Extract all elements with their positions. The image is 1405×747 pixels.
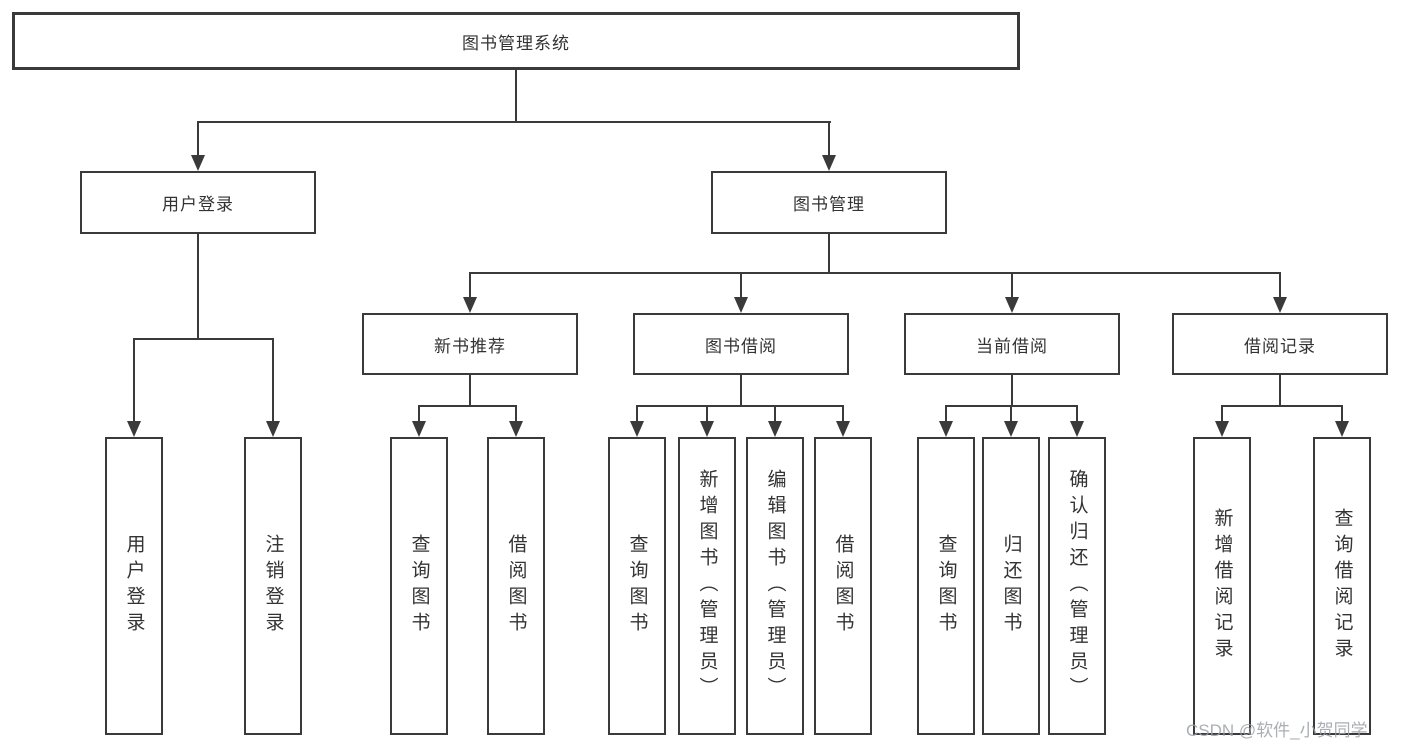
node-current-borrowing: 当前借阅 [904,313,1120,375]
edge-bb-leaf1-stem [636,405,638,423]
connector-root-stem [515,70,517,121]
leaf-br-add-record-label: 新增借阅记录 [1211,508,1233,664]
edge-to-login-leaf-stem [133,338,135,423]
edge-to-book-borrow-stem [740,272,742,300]
edge-to-current-borrow-stem [1011,272,1013,300]
edge-br-leaf1-stem [1221,405,1223,423]
node-user-login: 用户登录 [80,171,316,234]
node-new-book-recommend-label: 新书推荐 [434,336,506,356]
leaf-br-query-record: 查询借阅记录 [1313,437,1371,735]
leaf-user-login: 用户登录 [105,437,163,735]
leaf-bb-borrow-books: 借阅图书 [814,437,872,735]
leaf-bb-query-books-label: 查询图书 [626,534,648,638]
connector-new-book-stem [469,375,471,405]
edge-nb-leaf2-stem [515,405,517,423]
edge-to-book-mgmt-arrow-icon [822,155,836,171]
leaf-nb-query-books-label: 查询图书 [408,534,430,638]
edge-bb-leaf2-arrow-icon [700,421,714,437]
edge-cb-leaf3-arrow-icon [1070,421,1084,437]
leaf-cb-query-books: 查询图书 [917,437,975,735]
node-user-login-label: 用户登录 [162,195,234,214]
edge-br-leaf2-arrow-icon [1335,421,1349,437]
leaf-bb-borrow-books-label: 借阅图书 [832,534,854,638]
node-borrowing-records: 借阅记录 [1172,313,1388,375]
leaf-cb-confirm-return-admin-label: 确认归还（管理员） [1066,469,1088,703]
node-library-system: 图书管理系统 [12,12,1020,70]
connector-root-bus [197,121,831,123]
leaf-bb-edit-books-admin-label: 编辑图书（管理员） [764,469,786,703]
connector-borrowing-records-stem [1279,375,1281,405]
leaf-cb-query-books-label: 查询图书 [935,534,957,638]
node-book-management: 图书管理 [711,171,947,234]
edge-bb-leaf3-arrow-icon [768,421,782,437]
connector-book-borrowing-bus [636,405,844,407]
node-book-borrowing-label: 图书借阅 [705,336,777,356]
leaf-nb-query-books: 查询图书 [390,437,448,735]
leaf-user-login-label: 用户登录 [123,534,145,638]
leaf-logout-label: 注销登录 [262,534,284,638]
leaf-br-add-record: 新增借阅记录 [1193,437,1251,735]
edge-bb-leaf3-stem [774,405,776,423]
leaf-nb-borrow-books-label: 借阅图书 [505,534,527,638]
node-new-book-recommend: 新书推荐 [362,313,578,375]
leaf-bb-add-books-admin-label: 新增图书（管理员） [696,469,718,703]
edge-bb-leaf1-arrow-icon [630,421,644,437]
leaf-cb-return-books: 归还图书 [982,437,1040,735]
edge-nb-leaf1-arrow-icon [412,421,426,437]
leaf-br-query-record-label: 查询借阅记录 [1331,508,1353,664]
node-book-borrowing: 图书借阅 [633,313,849,375]
edge-to-user-login-stem [197,121,199,157]
edge-br-leaf1-arrow-icon [1215,421,1229,437]
edge-to-new-book-arrow-icon [463,297,477,313]
edge-br-leaf2-stem [1341,405,1343,423]
connector-new-book-bus [418,405,517,407]
edge-nb-leaf1-stem [418,405,420,423]
edge-to-current-borrow-arrow-icon [1005,297,1019,313]
connector-user-login-stem [197,234,199,338]
edge-bb-leaf4-arrow-icon [836,421,850,437]
leaf-bb-query-books: 查询图书 [608,437,666,735]
edge-cb-leaf1-stem [945,405,947,423]
edge-cb-leaf1-arrow-icon [939,421,953,437]
leaf-cb-confirm-return-admin: 确认归还（管理员） [1048,437,1106,735]
leaf-bb-add-books-admin: 新增图书（管理员） [678,437,736,735]
edge-cb-leaf2-arrow-icon [1004,421,1018,437]
edge-to-logout-leaf-arrow-icon [266,421,280,437]
leaf-nb-borrow-books: 借阅图书 [487,437,545,735]
edge-to-book-mgmt-stem [828,121,830,157]
connector-book-borrowing-stem [740,375,742,405]
connector-book-mgmt-bus [469,272,1281,274]
edge-nb-leaf2-arrow-icon [509,421,523,437]
node-book-management-label: 图书管理 [793,195,865,214]
edge-to-logout-leaf-stem [272,338,274,423]
edge-to-borrow-record-stem [1279,272,1281,300]
csdn-watermark: CSDN @软件_小贺同学 [1186,721,1368,740]
edge-bb-leaf2-stem [706,405,708,423]
edge-bb-leaf4-stem [842,405,844,423]
edge-cb-leaf3-stem [1076,405,1078,423]
node-library-system-label: 图书管理系统 [462,33,570,53]
connector-current-borrowing-stem [1011,375,1013,405]
edge-to-user-login-arrow-icon [191,155,205,171]
connector-book-mgmt-stem [828,234,830,272]
connector-user-login-bus [133,338,274,340]
edge-to-login-leaf-arrow-icon [127,421,141,437]
edge-to-book-borrow-arrow-icon [734,297,748,313]
edge-cb-leaf2-stem [1010,405,1012,423]
connector-borrowing-records-bus [1221,405,1343,407]
leaf-logout: 注销登录 [244,437,302,735]
leaf-bb-edit-books-admin: 编辑图书（管理员） [746,437,804,735]
node-borrowing-records-label: 借阅记录 [1244,336,1316,356]
edge-to-borrow-record-arrow-icon [1273,297,1287,313]
node-current-borrowing-label: 当前借阅 [976,336,1048,356]
leaf-cb-return-books-label: 归还图书 [1000,534,1022,638]
edge-to-new-book-stem [469,272,471,300]
